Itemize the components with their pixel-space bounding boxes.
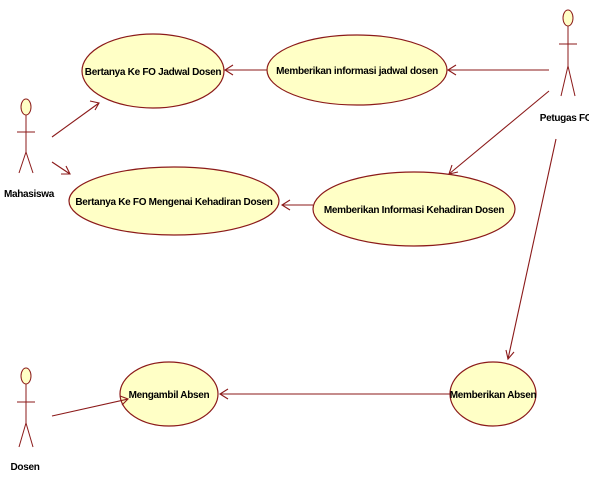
- use-case-beri-absen: Memberikan Absen: [449, 361, 537, 427]
- use-case-ellipse: [68, 166, 280, 236]
- actor-leg-right: [25, 151, 34, 174]
- arrow-head: [218, 388, 229, 400]
- actor-leg-right: [567, 65, 576, 97]
- arrow-head: [505, 349, 515, 361]
- use-case-beri-info-kehadiran: Memberikan Informasi Kehadiran Dosen: [312, 171, 516, 247]
- use-case-label: Mengambil Absen: [129, 390, 210, 401]
- association-line: [51, 161, 71, 175]
- actor-head: [20, 367, 32, 385]
- association-petugas-beri-info-kehadiran: [448, 90, 550, 175]
- actor-label-petugas-fo: Petugas FO: [540, 113, 589, 124]
- use-case-ellipse: [312, 171, 516, 247]
- association-line: [448, 90, 550, 175]
- actor-head: [20, 98, 32, 116]
- association-line: [51, 398, 129, 417]
- actor-head: [562, 9, 574, 27]
- use-case-label: Memberikan Absen: [450, 390, 537, 401]
- use-case-label: Bertanya Ke FO Mengenai Kehadiran Dosen: [75, 197, 272, 208]
- actor-leg-right: [25, 422, 34, 448]
- association-petugas-beri-absen: [505, 138, 557, 361]
- association-beri-info-kehadiran-tanya-kehadiran: [280, 199, 313, 211]
- actor-label-dosen: Dosen: [10, 462, 39, 473]
- actor-leg-left: [18, 422, 27, 448]
- association-beri-absen-ambil-absen: [218, 388, 450, 400]
- arrow-head: [119, 395, 129, 406]
- actor-label-mahasiswa: Mahasiswa: [4, 189, 55, 200]
- use-case-ellipse: [119, 361, 219, 427]
- association-line: [507, 138, 557, 360]
- use-case-label: Memberikan Informasi Kehadiran Dosen: [324, 205, 505, 216]
- association-petugas-beri-info-jadwal: [446, 64, 549, 76]
- use-case-label: Bertanya Ke FO Jadwal Dosen: [85, 67, 222, 78]
- actor-petugas-fo: Petugas FO: [540, 9, 589, 124]
- actor-leg-left: [560, 65, 569, 97]
- arrow-head: [223, 64, 234, 76]
- association-line: [51, 102, 100, 138]
- association-mahasiswa-tanya-jadwal: [51, 100, 100, 138]
- association-beri-info-jadwal-tanya-jadwal: [223, 64, 267, 76]
- arrow-head: [280, 199, 291, 211]
- actor-dosen: Dosen: [10, 367, 40, 473]
- use-case-tanya-kehadiran: Bertanya Ke FO Mengenai Kehadiran Dosen: [68, 166, 280, 236]
- association-mahasiswa-tanya-kehadiran: [51, 161, 71, 175]
- arrow-head: [448, 164, 459, 175]
- arrow-head: [89, 100, 100, 111]
- arrow-head: [446, 64, 457, 76]
- arrow-head: [61, 165, 71, 175]
- association-dosen-ambil-absen: [51, 395, 129, 417]
- use-case-beri-info-jadwal: Memberikan informasi jadwal dosen: [266, 34, 448, 106]
- actor-mahasiswa: Mahasiswa: [4, 98, 55, 200]
- use-case-ambil-absen: Mengambil Absen: [119, 361, 219, 427]
- use-case-ellipse: [81, 33, 225, 109]
- use-case-tanya-jadwal: Bertanya Ke FO Jadwal Dosen: [81, 33, 225, 109]
- actor-leg-left: [18, 151, 27, 174]
- use-case-label: Memberikan informasi jadwal dosen: [276, 66, 438, 77]
